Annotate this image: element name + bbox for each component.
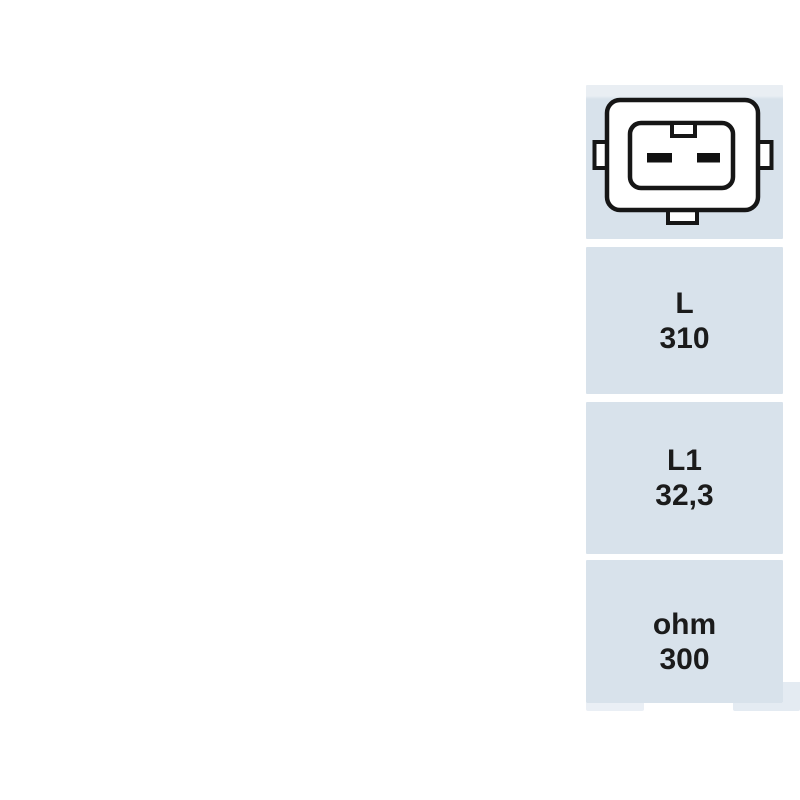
spec-cell-connector [586, 85, 783, 239]
spec-text-resistance: ohm 300 [586, 570, 783, 713]
spec-cell-length1: L1 32,3 [586, 402, 783, 554]
connector-2pin-icon [592, 97, 774, 225]
cropped-cell-remnant-corner [783, 682, 800, 705]
spec-label-length1: L1 [666, 444, 702, 477]
cropped-cell-remnant-left [586, 703, 644, 711]
spec-label-length: L [675, 286, 694, 320]
spec-value-length1: 32,3 [655, 479, 714, 512]
spec-label-resistance: ohm [652, 607, 717, 641]
cropped-cell-remnant-right [733, 703, 800, 711]
spec-value-length: 310 [659, 321, 710, 355]
spec-text-length1: L1 32,3 [586, 402, 783, 554]
spec-cell-resistance: ohm 300 [586, 560, 783, 703]
spec-value-resistance: 300 [659, 642, 710, 676]
spec-text-length: L 310 [586, 247, 783, 394]
spec-cell-length: L 310 [586, 247, 783, 394]
